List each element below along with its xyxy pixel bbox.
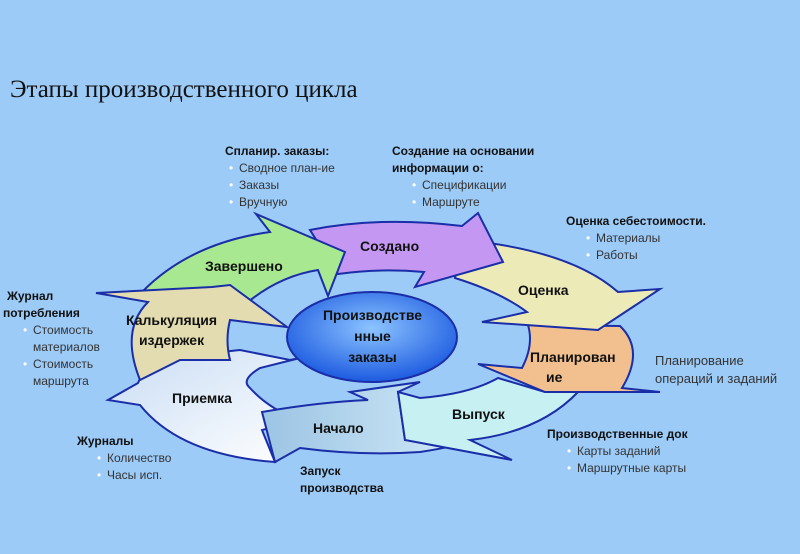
- note-item: Стоимость маршрута: [23, 356, 118, 390]
- arrow-costing: [95, 283, 291, 382]
- note-item: Работы: [586, 247, 706, 264]
- stage-created: Создано: [360, 238, 420, 254]
- center-line: заказы: [348, 349, 397, 365]
- stage-planning-line: ие: [546, 369, 563, 385]
- center-ellipse: [286, 291, 458, 383]
- note-heading: Производственные док: [547, 427, 688, 441]
- note-item: Количество: [97, 450, 172, 467]
- slide-title: Этапы производственного цикла: [10, 76, 358, 103]
- note-creation: Создание на основании информации о: Спец…: [392, 143, 534, 211]
- stage-release: Выпуск: [452, 406, 505, 422]
- note-cost-estimate: Оценка себестоимости. МатериалыРаботы: [566, 213, 706, 264]
- stage-costing-line: Калькуляция: [126, 312, 218, 328]
- note-heading: Журнал: [7, 289, 54, 303]
- note-consumption-journal: Журнал потребления Стоимость материаловС…: [3, 288, 118, 390]
- note-heading: потребления: [3, 306, 80, 320]
- note-line: операций и заданий: [655, 371, 778, 386]
- note-production-docs: Производственные док Карты заданийМаршру…: [547, 426, 688, 477]
- note-heading: Оценка себестоимости.: [566, 214, 707, 228]
- arrow-created: [308, 211, 505, 289]
- stage-completed: Завершено: [205, 258, 283, 274]
- stage-start: Начало: [313, 420, 364, 436]
- stage-planning-line: Планирован: [530, 349, 616, 365]
- stage-estimate: Оценка: [518, 282, 569, 298]
- note-launch: Запуск производства: [300, 463, 384, 497]
- center-line: нные: [354, 328, 391, 344]
- note-heading: Создание на основании: [392, 144, 535, 158]
- note-journals: Журналы КоличествоЧасы исп.: [77, 433, 171, 484]
- note-heading: Журналы: [77, 434, 134, 448]
- arrow-completed: [139, 211, 347, 304]
- note-item: Заказы: [229, 177, 335, 194]
- note-planned-orders: Спланир. заказы: Сводное план-иеЗаказыВр…: [225, 143, 335, 211]
- note-heading: информации о:: [392, 161, 484, 175]
- stage-planning: Планирован ие: [530, 347, 616, 387]
- arrow-release: [396, 376, 581, 461]
- note-item: Часы исп.: [97, 467, 171, 484]
- note-item: Маршруте: [412, 194, 534, 211]
- note-item: Маршрутные карты: [567, 460, 688, 477]
- note-heading: производства: [300, 481, 384, 495]
- note-planning: Планирование операций и заданий: [655, 352, 777, 388]
- note-item: Стоимость материалов: [23, 322, 118, 356]
- stage-costing: Калькуляция издержек: [126, 310, 217, 350]
- note-item: Материалы: [586, 230, 706, 247]
- arrow-planning: [477, 323, 661, 393]
- center-line: Производстве: [322, 307, 423, 323]
- note-item: Карты заданий: [567, 443, 688, 460]
- arrow-estimate: [453, 238, 664, 332]
- stage-acceptance: Приемка: [172, 390, 232, 406]
- note-heading: Спланир. заказы:: [225, 144, 330, 158]
- note-item: Сводное план-ие: [229, 160, 335, 177]
- stage-costing-line: издержек: [138, 332, 205, 348]
- note-item: Вручную: [229, 194, 335, 211]
- note-line: Планирование: [655, 353, 744, 368]
- note-item: Спецификации: [412, 177, 534, 194]
- center-label: Производстве нные заказы: [295, 305, 450, 368]
- note-heading: Запуск: [300, 464, 341, 478]
